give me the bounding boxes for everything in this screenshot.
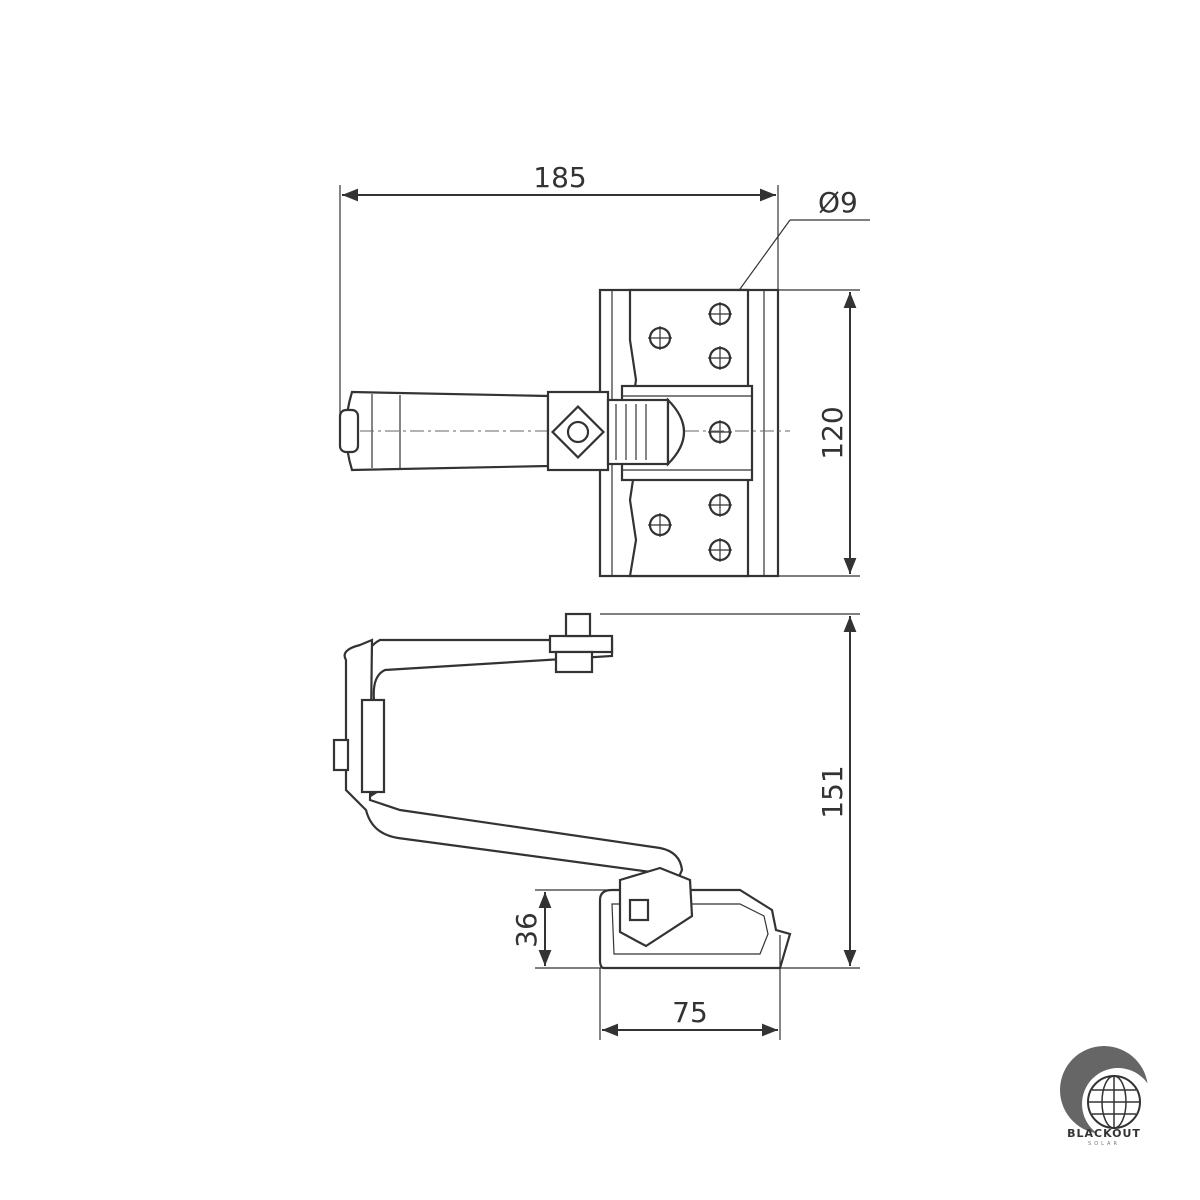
hinge-cam [666,397,686,467]
top-view: 185 Ø9 [338,161,870,578]
catch-hook [618,866,694,948]
dim-120-label: 120 [816,406,849,459]
catch-pin [628,898,650,922]
hole [708,302,732,326]
upper-nut [554,650,594,674]
hole [708,538,732,562]
side-view: 151 36 75 [332,612,860,1040]
upper-bolt-head [564,612,592,638]
mounting-holes [648,302,732,562]
logo-sub: SOLAR [1088,1141,1120,1147]
lower-arm-bar [343,638,684,891]
diameter-leader [731,219,791,301]
lever-tip [338,408,360,454]
hole [708,346,732,370]
dim-151-label: 151 [816,765,849,818]
hole [648,513,672,537]
hole [648,326,672,350]
logo-name: BLACKOUT [1067,1127,1141,1140]
dim-36-label: 36 [510,912,543,948]
brand-logo: BLACKOUT SOLAR [1060,1046,1154,1147]
dim-diameter-label: Ø9 [818,186,858,219]
side-pad [360,698,386,794]
adjuster-bolt [566,420,590,444]
hole [708,420,732,444]
dim-75-label: 75 [672,996,708,1029]
hole [708,493,732,517]
dim-185-label: 185 [533,161,586,194]
side-bolt [332,738,350,772]
hinge-knuckle [606,398,670,466]
upper-washer [548,634,614,654]
globe-icon [1087,1075,1141,1129]
